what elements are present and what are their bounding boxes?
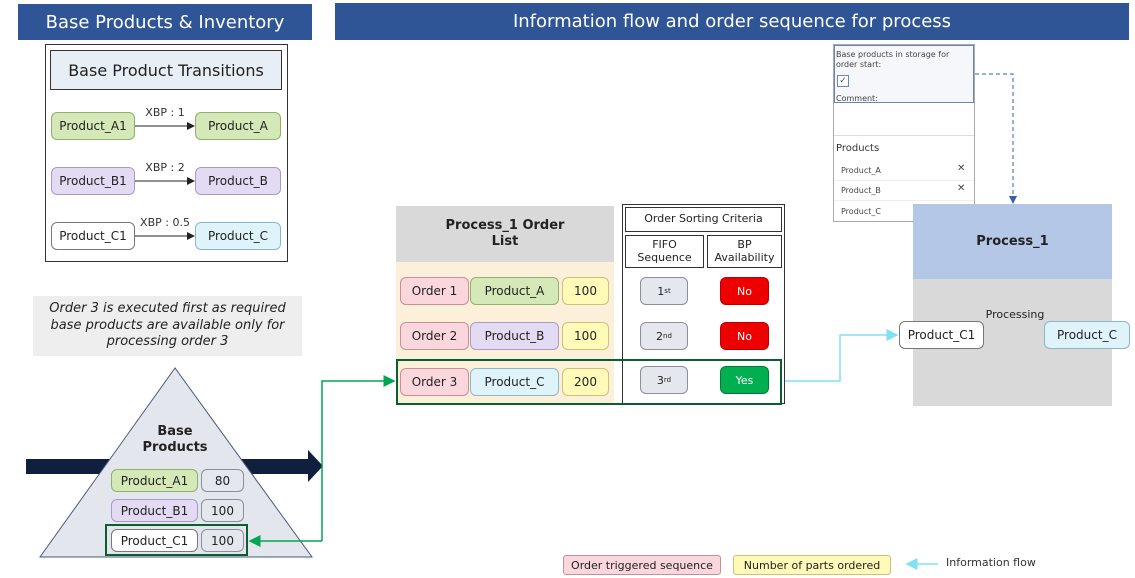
transitions-box — [45, 44, 288, 262]
fifo-1-num: 1 — [657, 284, 665, 298]
sorting-title: Order Sorting Criteria — [625, 207, 782, 232]
green-flow-to-order — [321, 375, 396, 541]
panel-product-c: Product_C — [841, 207, 881, 216]
panel-row-divider-2 — [834, 200, 974, 201]
transition-to-b: Product_B — [195, 167, 281, 195]
stock-c1-qty: 100 — [201, 529, 244, 552]
panel-to-process-line — [975, 73, 1017, 204]
pyramid-title: Base Products — [142, 424, 208, 456]
transition-label-c: XBP : 0.5 — [140, 216, 190, 229]
legend-info-flow: Information flow — [946, 556, 1036, 569]
process-title: Process_1 — [913, 204, 1112, 279]
process-input: Product_C1 — [899, 321, 984, 349]
order-3-product: Product_C — [470, 368, 559, 396]
transition-label-b: XBP : 2 — [145, 161, 185, 174]
fifo-2-num: 2 — [656, 329, 664, 343]
order-1-qty: 100 — [562, 277, 609, 305]
order-3-highlight — [396, 359, 782, 405]
order-3-qty: 200 — [562, 368, 609, 396]
order-2-qty: 100 — [562, 322, 609, 350]
note: Order 3 is executed first as required ba… — [33, 296, 302, 356]
transition-from-b1: Product_B1 — [51, 167, 135, 195]
order-list-title: Process_1 Order List — [396, 206, 614, 262]
stock-c1-name: Product_C1 — [111, 529, 198, 552]
panel-checkbox[interactable]: ✓ — [837, 75, 849, 87]
remove-product-a-icon[interactable]: ✕ — [957, 163, 966, 174]
transition-to-a: Product_A — [195, 112, 281, 140]
bp-availability-1: No — [720, 277, 769, 305]
right-banner: Information flow and order sequence for … — [335, 3, 1129, 40]
panel-product-a: Product_A — [841, 166, 881, 175]
order-2-product: Product_B — [470, 322, 559, 350]
order-3-label: Order 3 — [400, 368, 469, 396]
transitions-title: Base Product Transitions — [50, 50, 282, 90]
sorting-col-bp: BP Availability — [707, 235, 782, 268]
sorting-col-fifo: FIFO Sequence — [625, 235, 704, 268]
remove-product-b-icon[interactable]: ✕ — [957, 183, 966, 194]
bp-availability-2: No — [720, 322, 769, 350]
transition-from-a1: Product_A1 — [51, 112, 135, 140]
order-2-label: Order 2 — [400, 322, 469, 350]
left-banner: Base Products & Inventory — [18, 4, 312, 40]
panel-product-b: Product_B — [841, 186, 881, 195]
transition-to-c: Product_C — [195, 222, 281, 250]
panel-checkbox-label: Base products in storage for order start… — [836, 50, 950, 69]
info-flow-line — [785, 329, 899, 382]
panel-row-divider-1 — [834, 180, 974, 181]
fifo-3-sup: rd — [663, 376, 672, 384]
fifo-3-num: 3 — [656, 373, 664, 387]
fifo-2-sup: nd — [663, 332, 672, 340]
transition-label-a: XBP : 1 — [145, 106, 185, 119]
processing-label: Processing — [985, 308, 1045, 321]
stock-a1-name: Product_A1 — [111, 469, 198, 492]
stock-b1-name: Product_B1 — [111, 499, 198, 522]
legend-parts-ordered: Number of parts ordered — [733, 555, 891, 575]
bp-availability-3: Yes — [720, 366, 769, 394]
process-output: Product_C — [1044, 321, 1130, 349]
stock-c1-highlight — [105, 524, 248, 556]
panel-divider — [834, 135, 974, 136]
order-1-product: Product_A — [470, 277, 559, 305]
stock-b1-qty: 100 — [201, 499, 244, 522]
order-panel-top — [834, 45, 974, 103]
pyramid-shape — [39, 367, 313, 558]
legend-order-triggered: Order triggered sequence — [563, 555, 721, 575]
order-1-label: Order 1 — [400, 277, 469, 305]
panel-products-heading: Products — [836, 143, 880, 154]
inventory-arrowhead — [308, 450, 323, 482]
panel-comment-label: Comment: — [836, 94, 878, 103]
transition-from-c1: Product_C1 — [51, 222, 135, 250]
stock-a1-qty: 80 — [201, 469, 244, 492]
fifo-1-sup: st — [664, 287, 671, 295]
